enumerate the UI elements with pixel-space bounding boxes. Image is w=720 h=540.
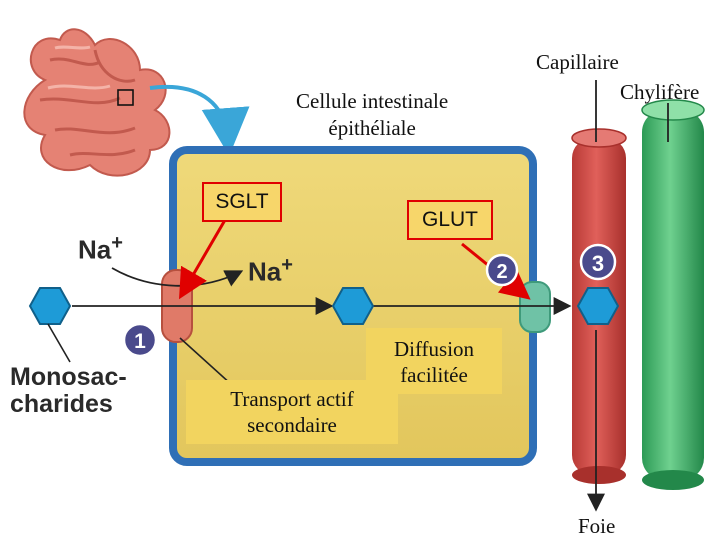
step-3: 3: [579, 243, 617, 281]
sglt-label-text: SGLT: [215, 190, 269, 213]
step-2-number: 2: [496, 261, 507, 283]
glucose-hexagon-capillary: [576, 287, 620, 325]
step-2: 2: [485, 253, 519, 287]
glut-transporter: [519, 281, 551, 333]
monosaccharides-label: Monosac- charides: [10, 363, 127, 418]
transport-label: Transport actif secondaire: [186, 380, 398, 444]
glut-label-text: GLUT: [421, 208, 478, 231]
sodium-inside-text: Na: [248, 256, 282, 287]
sodium-outside-charge: +: [111, 232, 123, 254]
zoom-square: [117, 89, 134, 106]
foie-label: Foie: [578, 514, 616, 538]
sodium-inside-label: Na+: [248, 254, 293, 288]
glut-label: GLUT: [407, 200, 493, 240]
diffusion-label: Diffusion facilitée: [366, 328, 502, 394]
sglt-label: SGLT: [202, 182, 282, 222]
chylifere-label: Chylifère: [620, 80, 700, 104]
transport-leader: [179, 337, 233, 386]
step-1: 1: [122, 322, 158, 358]
cell-label: Cellule intestinale épithéliale: [296, 89, 449, 140]
sglt-pointer: [178, 219, 227, 300]
glucose-hexagon-cell: [331, 287, 375, 325]
sodium-flow-arrow: [111, 267, 244, 287]
sodium-inside-charge: +: [281, 254, 293, 276]
capillaire-label: Capillaire: [536, 50, 619, 74]
lacteal-vessel: [641, 99, 705, 490]
sodium-outside-text: Na: [78, 234, 112, 265]
step-3-number: 3: [592, 251, 604, 276]
intestine-illustration: [23, 28, 171, 177]
monosaccharide-leader: [47, 323, 71, 363]
zoom-arrow: [149, 84, 250, 156]
step-1-number: 1: [134, 330, 146, 353]
sodium-outside-label: Na+: [78, 232, 123, 266]
glucose-hexagon-outside: [28, 287, 72, 325]
